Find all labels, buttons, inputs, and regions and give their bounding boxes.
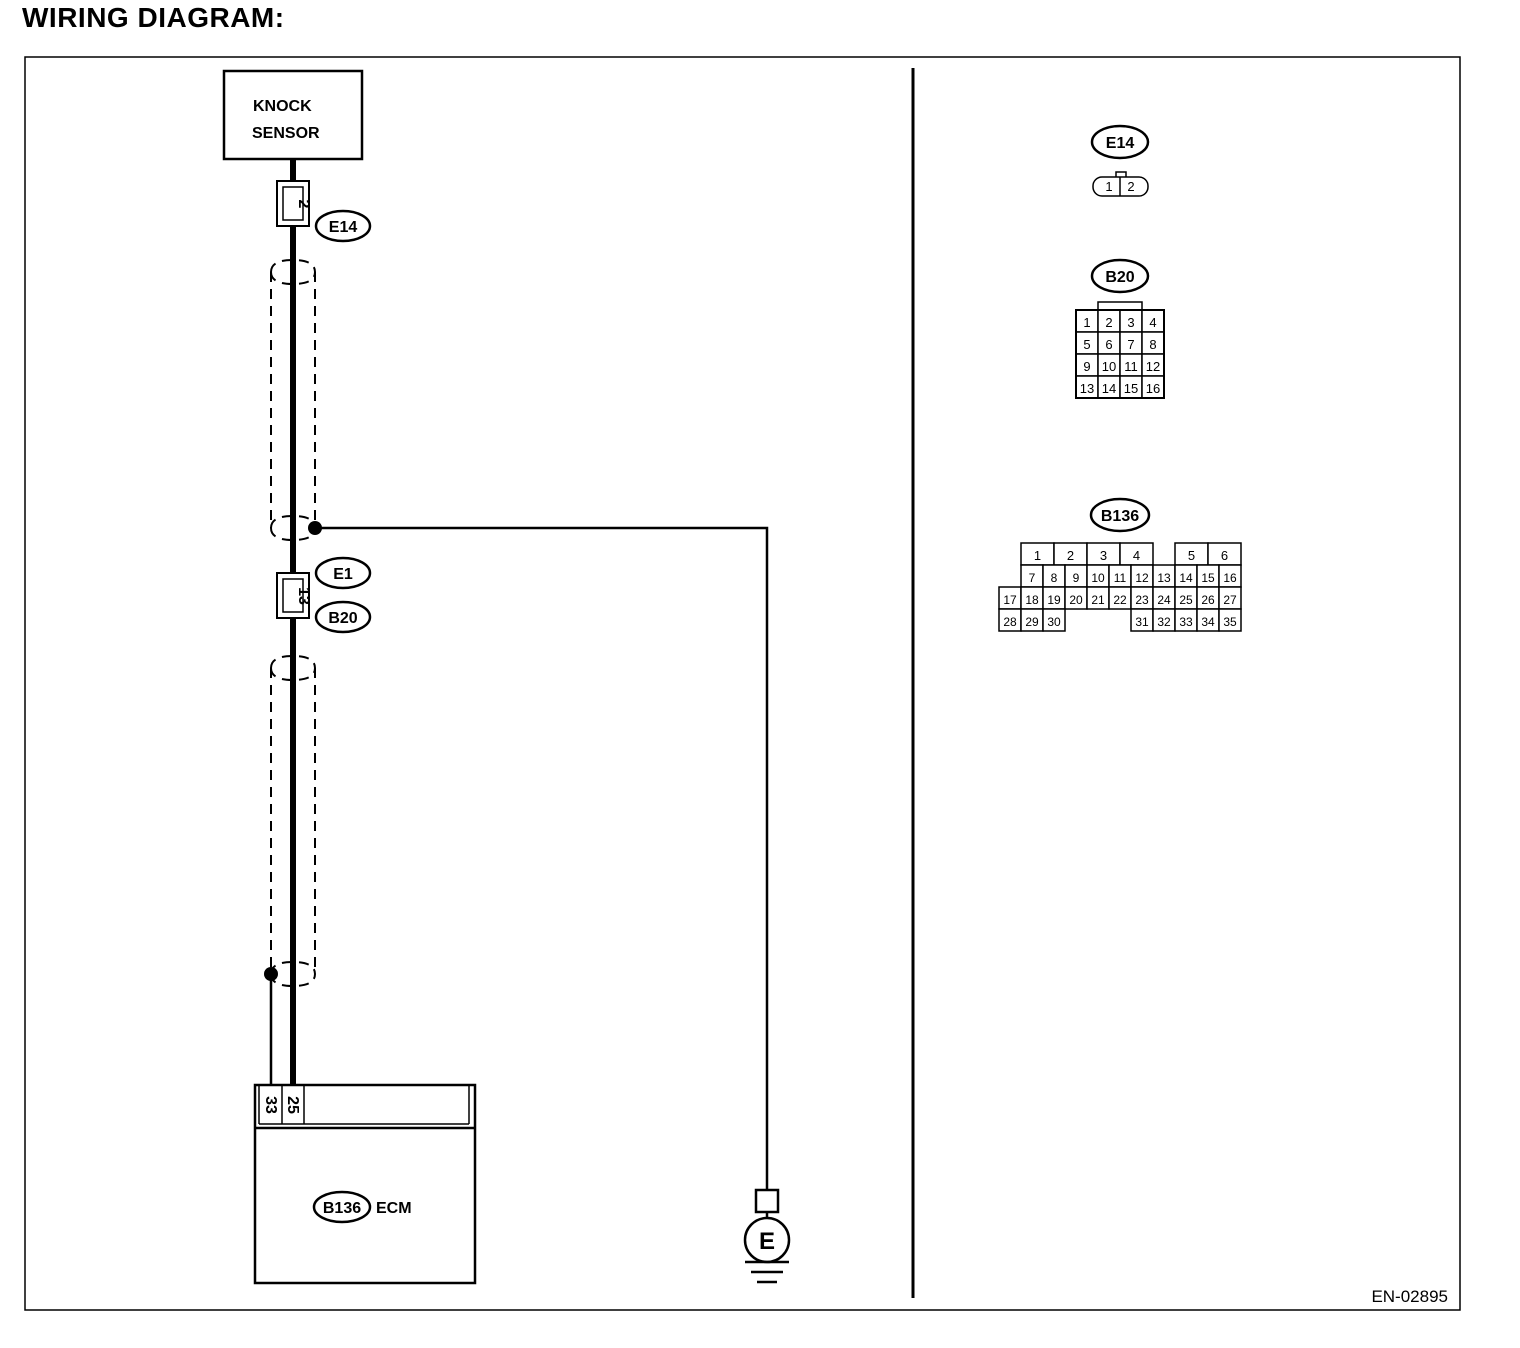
b136-pin-10: 10 — [1091, 571, 1105, 585]
b20-pin-14: 14 — [1102, 381, 1116, 396]
b136-pin-3: 3 — [1100, 548, 1107, 563]
knock-sensor: KNOCK SENSOR — [222, 69, 364, 161]
b20-pin-9: 9 — [1083, 359, 1090, 374]
e1-tag: E1 — [333, 566, 353, 583]
b20-pin-15: 15 — [1124, 381, 1138, 396]
b20-pin-16: 16 — [1146, 381, 1160, 396]
b136-pin-29: 29 — [1025, 615, 1039, 629]
b20-pin-13: 13 — [1080, 381, 1094, 396]
b20-pin-3: 3 — [1127, 315, 1134, 330]
ecm-unit: 33 25 B136 ECM — [253, 1083, 477, 1285]
b136-pin-15: 15 — [1201, 571, 1215, 585]
b20-pin-2: 2 — [1105, 315, 1112, 330]
b136-pin-32: 32 — [1157, 615, 1171, 629]
b136-pin-17: 17 — [1003, 593, 1017, 607]
connector-view-e14: E14 1 2 — [1090, 124, 1150, 197]
connector-e1-b20-inline: E1 13 B20 — [276, 556, 372, 634]
b136-pin-12: 12 — [1135, 571, 1149, 585]
b136-pin-14: 14 — [1179, 571, 1193, 585]
b136-pin-24: 24 — [1157, 593, 1171, 607]
b136-pin-19: 19 — [1047, 593, 1061, 607]
e1-b20-pin-label: 13 — [295, 587, 312, 605]
b20-outline — [1075, 309, 1165, 399]
connector-e14-inline: 2 E14 — [276, 180, 372, 243]
b20-pin-5: 5 — [1083, 337, 1090, 352]
b136-pin-28: 28 — [1003, 615, 1017, 629]
b136-pin-16: 16 — [1223, 571, 1237, 585]
e14-tag: E14 — [329, 219, 358, 236]
b136-pin-5: 5 — [1188, 548, 1195, 563]
e14-view-tag: E14 — [1106, 135, 1135, 152]
b20-view-tag: B20 — [1105, 269, 1134, 286]
ground-label: E — [759, 1228, 775, 1255]
b136-pin-13: 13 — [1157, 571, 1171, 585]
b136-pin-11: 11 — [1114, 571, 1127, 585]
b20-pin-7: 7 — [1127, 337, 1134, 352]
b136-pin-27: 27 — [1223, 593, 1237, 607]
b20-pin-6: 6 — [1105, 337, 1112, 352]
b136-pin-18: 18 — [1025, 593, 1039, 607]
b20-pin-10: 10 — [1102, 359, 1116, 374]
b136-pin-30-cell — [1042, 608, 1066, 632]
b136-pin-26: 26 — [1201, 593, 1215, 607]
page-title: WIRING DIAGRAM: — [22, 2, 285, 33]
diagram-frame — [24, 56, 1461, 1311]
ground-wire — [315, 526, 769, 1190]
b136-pin-6: 6 — [1221, 548, 1228, 563]
ecm-connector-tag: B136 — [323, 1200, 361, 1217]
e14-pin-label: 2 — [295, 200, 312, 209]
b136-pin-25: 25 — [1179, 593, 1193, 607]
b136-pin-2: 2 — [1067, 548, 1074, 563]
b136-pin-21: 21 — [1091, 593, 1105, 607]
b136-pin-20: 20 — [1069, 593, 1083, 607]
reference-code: EN-02895 — [1371, 1287, 1448, 1306]
b136-pin-9: 9 — [1073, 571, 1080, 585]
e14-view-pin-2: 2 — [1127, 179, 1134, 194]
b136-pin-31: 31 — [1135, 615, 1149, 629]
b20-pin-8: 8 — [1149, 337, 1156, 352]
b136-pin-34: 34 — [1201, 615, 1215, 629]
knock-sensor-label-1: KNOCK — [253, 98, 312, 115]
b136-pin-33: 33 — [1179, 615, 1193, 629]
ecm-pin-33: 33 — [262, 1096, 279, 1114]
b20-pin-4: 4 — [1149, 315, 1156, 330]
b20-pin-12: 12 — [1146, 359, 1160, 374]
b136-pin-35: 35 — [1223, 615, 1237, 629]
b136-pin-22: 22 — [1113, 593, 1127, 607]
b20-tag: B20 — [328, 610, 357, 627]
shield-upper — [270, 258, 316, 542]
b136-view-tag: B136 — [1101, 508, 1139, 525]
b136-pin-30: 30 — [1047, 615, 1061, 629]
ecm-pin-25: 25 — [284, 1096, 301, 1114]
b136-pin-8: 8 — [1051, 571, 1058, 585]
b20-pin-1: 1 — [1083, 315, 1090, 330]
e14-view-pin-1: 1 — [1105, 179, 1112, 194]
b136-pin-35-cell — [1218, 608, 1242, 632]
ecm-label: ECM — [376, 1200, 412, 1217]
b136-pin-23: 23 — [1135, 593, 1149, 607]
b136-pin-1: 1 — [1034, 548, 1041, 563]
b136-pin-7: 7 — [1029, 571, 1036, 585]
b20-pin-11: 11 — [1124, 359, 1138, 374]
ground-symbol: E — [743, 1188, 791, 1284]
knock-sensor-label-2: SENSOR — [252, 125, 320, 142]
b136-pin-4: 4 — [1133, 548, 1140, 563]
